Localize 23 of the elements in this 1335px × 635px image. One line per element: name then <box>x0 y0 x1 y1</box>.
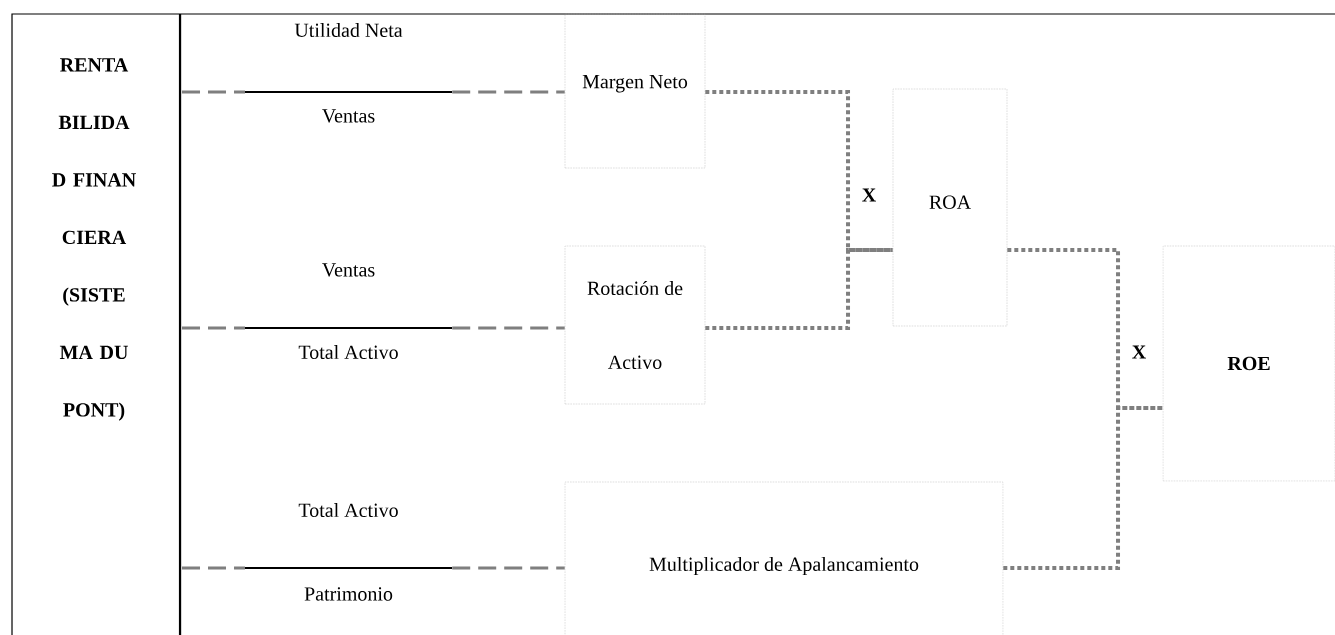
result-box: ROE <box>1162 245 1335 482</box>
fraction: Utilidad Neta Ventas <box>182 22 452 123</box>
ratio-box: ROA <box>892 88 1008 327</box>
connector <box>452 566 565 570</box>
connector <box>452 90 565 94</box>
node-label: Patrimonio <box>304 587 393 601</box>
vertical-title: RENTA BILIDA D FINAN CIERA (SISTE MA DU PONT) <box>52 58 136 421</box>
connector <box>705 248 893 330</box>
ratio-box: Margen Neto <box>564 13 706 169</box>
fraction: Total Activo Patrimonio <box>182 502 452 601</box>
ratio-box: Multiplicador de Apalancamiento <box>564 481 1004 635</box>
fraction: Ventas Total Activo <box>182 263 452 360</box>
ratio-box: Rotación de Activo <box>564 245 706 405</box>
connector <box>452 326 565 330</box>
node-label: Ventas <box>322 263 375 277</box>
node-label: Utilidad Neta <box>294 22 403 38</box>
connector <box>705 90 893 252</box>
edge-label: X <box>862 188 876 202</box>
node-label: Total Activo <box>298 344 398 360</box>
node-label: Ventas <box>322 109 375 123</box>
connector <box>1003 406 1163 570</box>
node-label: Total Activo <box>298 502 398 518</box>
edge-label: X <box>1132 345 1146 359</box>
